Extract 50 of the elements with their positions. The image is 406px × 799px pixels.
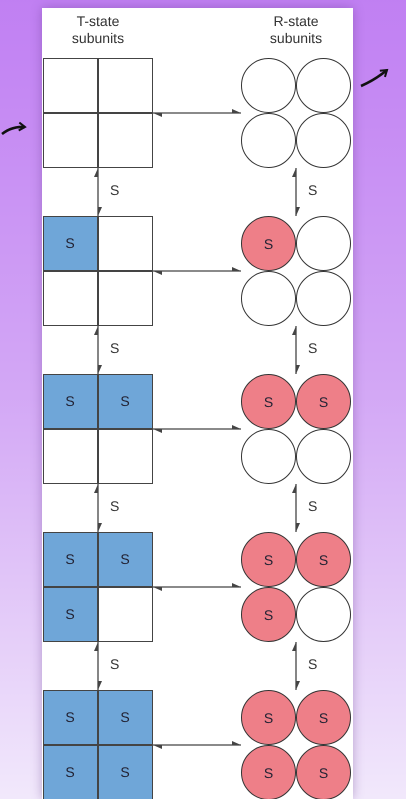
equilibrium-arrow <box>94 326 102 374</box>
subunit-square <box>42 58 98 112</box>
equilibrium-arrow <box>292 484 300 532</box>
subunit-square <box>42 428 98 484</box>
equilibrium-arrow <box>153 583 241 591</box>
equilibrium-arrow <box>94 168 102 216</box>
equilibrium-arrow <box>153 741 241 749</box>
tetramer-grid <box>43 58 153 168</box>
edge-label: S <box>308 656 318 672</box>
subunit-square <box>98 586 152 642</box>
subunit-square: S <box>98 690 152 744</box>
edge-label: S <box>308 498 318 514</box>
edge-label: S <box>110 340 120 356</box>
edge-label: S <box>110 498 120 514</box>
subunit-square: S <box>98 744 152 799</box>
tetramer-grid <box>43 216 153 326</box>
subunit-square: S <box>42 690 98 744</box>
equilibrium-arrow <box>153 425 241 433</box>
tetramer-grid <box>43 374 153 484</box>
subunit-square: S <box>42 586 98 642</box>
subunit-square <box>98 270 152 326</box>
edge-label: S <box>110 182 120 198</box>
hand-drawn-arrow <box>360 69 388 88</box>
subunit-square <box>42 112 98 168</box>
hand-drawn-arrow <box>1 122 26 136</box>
subunit-square: S <box>42 216 98 270</box>
equilibrium-arrow <box>153 109 241 117</box>
subunit-square <box>98 428 152 484</box>
edge-label: S <box>308 340 318 356</box>
equilibrium-arrow <box>153 267 241 275</box>
subunit-square: S <box>42 374 98 428</box>
equilibrium-arrow <box>292 642 300 690</box>
edge-label: S <box>110 656 120 672</box>
subunit-square <box>98 216 152 270</box>
subunit-square <box>98 58 152 112</box>
equilibrium-arrow <box>292 168 300 216</box>
subunit-square <box>98 112 152 168</box>
column-heading: R-state subunits <box>268 13 324 47</box>
subunit-square: S <box>98 374 152 428</box>
subunit-square <box>42 270 98 326</box>
subunit-square: S <box>42 532 98 586</box>
edge-label: S <box>308 182 318 198</box>
equilibrium-arrow <box>94 642 102 690</box>
subunit-square: S <box>98 532 152 586</box>
equilibrium-arrow <box>292 326 300 374</box>
tetramer-grid <box>43 690 153 799</box>
tetramer-grid <box>43 532 153 642</box>
column-heading: T-state subunits <box>70 13 126 47</box>
subunit-square: S <box>42 744 98 799</box>
equilibrium-arrow <box>94 484 102 532</box>
